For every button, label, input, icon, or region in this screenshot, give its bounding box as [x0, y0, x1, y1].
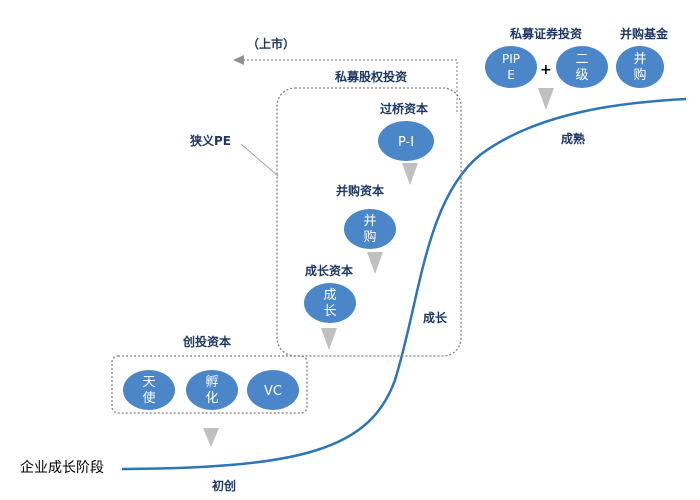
private-equity-title: 私募股权投资 — [334, 69, 407, 84]
mna-fund-title: 并购基金 — [620, 26, 669, 41]
securities-title: 私募证券投资 — [509, 26, 582, 41]
circle-angel-line2: 使 — [142, 390, 155, 406]
circle-growth-line2: 长 — [323, 304, 336, 319]
growth-curve — [121, 97, 687, 471]
mna-capital-title: 并购资本 — [336, 183, 384, 198]
stage-early-label: 初创 — [212, 478, 236, 493]
circle-pipe-line2: E — [507, 68, 515, 82]
circle-angel: 天 使 — [123, 370, 175, 410]
circle-mna-fund-line2: 购 — [633, 67, 646, 83]
ipo-label: （上市） — [247, 36, 295, 51]
circle-angel-line1: 天 — [142, 375, 155, 390]
venture-title: 创投资本 — [182, 334, 231, 349]
circle-secondary-line1: 二 — [575, 52, 588, 67]
down-arrow-bridge — [402, 163, 418, 185]
circle-mna-line1: 并 — [363, 214, 376, 229]
down-arrow-venture — [203, 428, 219, 447]
circle-secondary: 二 级 — [556, 46, 608, 88]
circle-growth: 成 长 — [304, 283, 356, 323]
circle-vc: VC — [247, 370, 299, 410]
down-arrow-growth — [321, 328, 337, 350]
circle-incubation-line2: 化 — [205, 391, 218, 406]
circle-incubation-line1: 孵 — [205, 375, 218, 390]
plus-sign: + — [540, 62, 552, 78]
circle-pipe: PIP E — [485, 46, 537, 88]
circle-mna-line2: 购 — [363, 229, 376, 245]
narrow-pe-label: 狭义PE — [189, 133, 231, 148]
growth-capital-title: 成长资本 — [305, 263, 353, 278]
stage-mature-label: 成熟 — [561, 131, 585, 146]
bridge-capital-title: 过桥资本 — [380, 101, 428, 116]
venture-box — [111, 355, 308, 414]
circle-mna-fund: 并 购 — [616, 46, 664, 88]
circle-secondary-line2: 级 — [575, 68, 588, 83]
down-arrow-securities — [538, 88, 554, 110]
down-arrow-mna — [367, 252, 383, 274]
narrow-pe-pointer — [240, 143, 279, 177]
circle-incubation: 孵 化 — [186, 370, 238, 410]
stage-growth-label: 成长 — [423, 310, 448, 325]
circle-vc-label: VC — [264, 384, 282, 399]
ipo-dotted-line — [243, 59, 458, 112]
ipo-arrow-head — [233, 55, 244, 65]
circle-bridge-label: P-I — [398, 135, 414, 150]
circle-pipe-line1: PIP — [502, 52, 520, 66]
circle-mna-fund-line1: 并 — [633, 52, 646, 67]
circle-mna: 并 购 — [344, 209, 396, 249]
private-equity-box — [276, 87, 462, 357]
circle-growth-line1: 成 — [323, 288, 336, 303]
circle-bridge: P-I — [378, 121, 434, 161]
axis-label: 企业成长阶段 — [20, 459, 104, 476]
